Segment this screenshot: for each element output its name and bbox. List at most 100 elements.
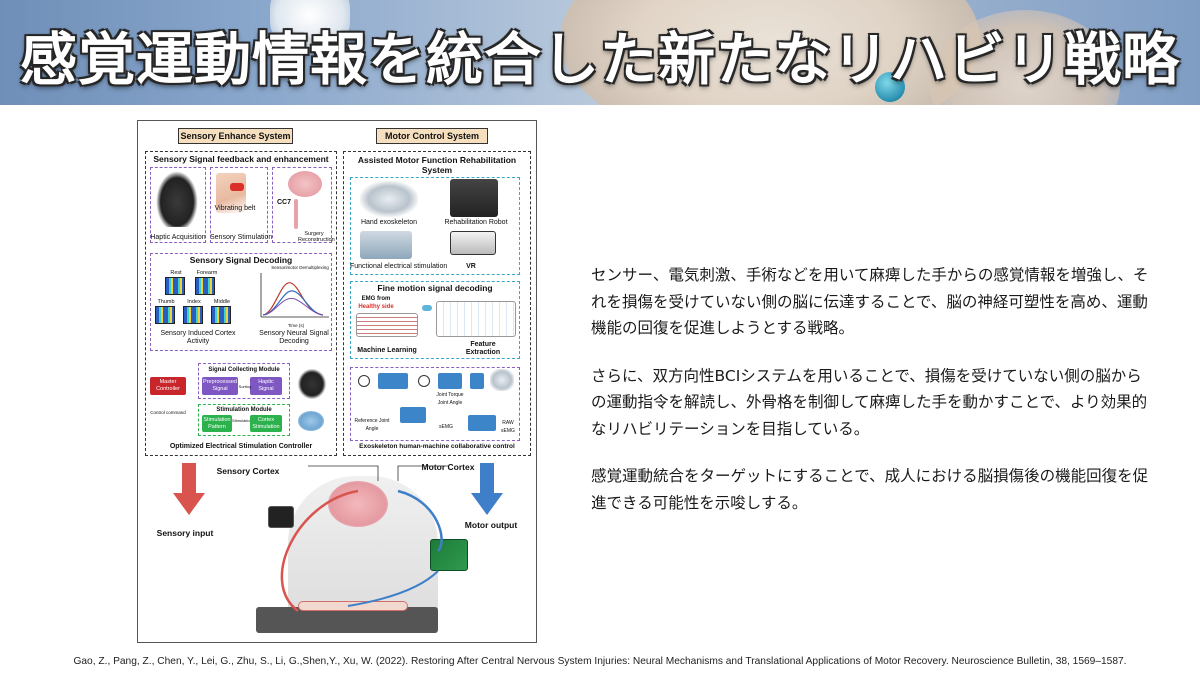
fes-label: Functional electrical stimulation [350,263,448,270]
glove-background-image [270,0,350,50]
emg-signal-image [356,313,418,337]
assisted-motor-heading: Assisted Motor Function Rehabilitation S… [357,155,517,175]
preprocessed-signal-box: Preprocessed Signal [202,377,238,395]
heatmap-thumb [155,306,175,324]
joint-torque-label: Joint Torque [436,392,464,398]
cortex-stimulation-box: Cortex Stimulation [250,415,282,432]
joint-angle-label: Joint Angle [437,400,463,406]
motor-cortex-label: Motor Cortex [421,462,475,472]
sensor-device-image [268,506,294,528]
vibrating-belt-image [230,183,244,191]
slide-title: 感覚運動情報を統合した新たなリハビリ戦略 [20,27,1180,93]
sensory-cortex-label: Sensory Cortex [216,466,280,476]
rehabilitation-robot-image [450,179,498,217]
heatmap-middle [211,306,231,324]
optimized-esc-label: Optimized Electrical Stimulation Control… [169,443,313,450]
motor-system-panel [343,151,531,456]
decoding-heading: Sensory Signal Decoding [189,255,293,265]
emg-from-label: EMG from [361,296,391,302]
index-label: Index [187,299,201,305]
feedback-heading: Sensory Signal feedback and enhancement [153,154,329,164]
motor-control-system-label: Motor Control System [376,128,488,144]
vr-label: VR [466,263,476,270]
sensory-enhance-system-label: Sensory Enhance System [178,128,293,144]
stimulation-arrow-label: Stimulation [232,418,252,423]
stimulation-module-label: Stimulation Module [216,407,272,413]
arm-image [216,173,246,213]
stimulation-module-box [198,404,290,436]
motor-output-label: Motor output [464,520,518,530]
forearm-label: Forearm [196,270,218,276]
feature-extraction-diagram [436,301,516,337]
reference-joint-angle-label: Reference Joint Angle [354,418,390,432]
fine-motion-box [350,281,520,359]
table-image [256,607,438,633]
sensory-input-arrow-icon [173,493,205,515]
circuit-board-image [430,539,468,571]
citation: Gao, Z., Pang, Z., Chen, Y., Lei, G., Zh… [73,656,1127,667]
middle-label: Middle [213,299,231,305]
signal-collecting-box [198,363,290,399]
haptic-acquisition-box [150,167,206,243]
signal-decoding-box [150,253,332,351]
sensory-stimulation-box [210,167,268,243]
paragraph-3: 感覚運動統合をターゲットにすることで、成人における脳損傷後の機能回復を促進できる… [591,467,1149,512]
hand-exoskeleton-label: Hand exoskeleton [360,219,418,226]
sensorimotor-demultiplexing-label: Sensorimotor Demultiplexing [271,265,329,270]
glove-image [156,171,198,227]
sensory-arrow-shaft [182,463,196,493]
machine-learning-label: Machine Learning [357,347,417,354]
motor-arrow-shaft [480,463,494,493]
sorting-label: Sorting [238,384,252,389]
capsule-background-image [875,72,905,102]
sensory-induced-label: Sensory Induced Cortex Activity [160,330,236,345]
time-axis-label: Time (s) [287,323,305,328]
surgery-reconstruction-label: Surgery Reconstruction [298,231,335,243]
controller-block-1 [378,373,408,389]
signal-collecting-label: Signal Collecting Module [208,367,280,373]
hand-exoskeleton-image [360,181,418,217]
semg-label: sEMG [439,424,453,430]
controller-block-4 [400,407,426,423]
surgery-box [272,167,332,243]
paragraph-1: センサー、電気刺激、手術などを用いて麻痺した手からの感覚情報を増強し、それを損傷… [591,266,1149,337]
brain-sketch-image [288,171,322,197]
brain-illustration-image [328,481,388,527]
cc7-label: CC7 [276,199,291,206]
heatmap-forearm [195,277,215,295]
vibrating-belt-label: Vibrating belt [214,205,256,212]
controller-block-5 [468,415,496,431]
exoskeleton-small-image [490,369,514,391]
process-arrow-icon [422,305,432,311]
paragraph-2: さらに、双方向性BCIシステムを用いることで、損傷を受けていない側の脳からの運動… [591,366,1148,438]
sum-node-1-icon [358,375,370,387]
healthy-side-label: Healthy side [358,304,394,310]
rehabilitation-robot-label: Rehabilitation Robot [444,219,508,226]
sensory-stimulation-label: Sensory Stimulation [210,234,273,241]
heatmap-rest [165,277,185,295]
haptic-signal-box: Haptic Signal [250,377,282,395]
raw-semg-label: RAW sEMG [501,420,515,434]
controller-block-3 [470,373,484,389]
glove-small-image [298,369,326,399]
control-command-label: Control command [150,410,186,415]
haptic-acquisition-label: Haptic Acquisition [150,234,206,241]
exo-control-box [350,367,520,441]
explanation-text: センサー、電気刺激、手術などを用いて麻痺した手からの感覚情報を増強し、それを損傷… [591,262,1151,537]
sensory-system-panel [145,151,337,456]
fes-device-image [360,231,412,259]
sensory-neural-label: Sensory Neural Signal Decoding [259,330,329,345]
signal-pathways [280,465,448,612]
brain-small-image [298,411,324,431]
sensory-input-label: Sensory input [156,528,214,538]
exo-control-label: Exoskeleton human-machine collaborative … [359,443,515,450]
fine-motion-heading: Fine motion signal decoding [377,283,493,293]
heatmap-index [183,306,203,324]
vr-headset-image [450,231,496,255]
master-controller-box: Master Controller [150,377,186,395]
nerve-sketch-image [294,199,298,229]
stimulation-pattern-box: Stimulation Pattern [202,415,232,432]
header-banner [0,0,1200,105]
controller-block-2 [438,373,462,389]
decoding-plot [260,273,329,318]
